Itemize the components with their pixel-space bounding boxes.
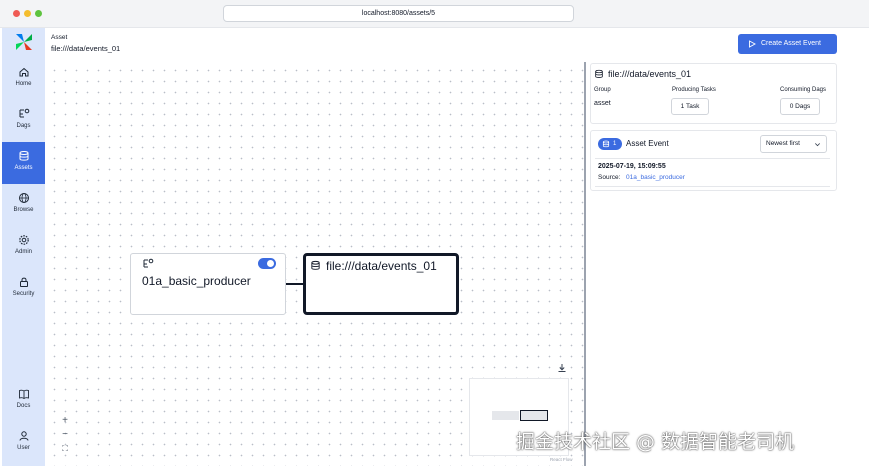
sidebar-item-label: Admin [14, 249, 32, 255]
database-icon [602, 140, 610, 148]
event-source-label: Source: [598, 174, 621, 181]
play-icon [749, 40, 756, 48]
sidebar-item-label: Docs [16, 403, 31, 409]
database-icon [595, 69, 603, 78]
minimap-asset-node [520, 410, 548, 421]
maximize-window-button[interactable] [35, 10, 42, 17]
book-icon [18, 389, 29, 400]
user-icon [19, 431, 28, 441]
sidebar-item-assets[interactable]: Assets [2, 142, 45, 184]
event-count: 1 [613, 141, 617, 147]
asset-event-heading: Asset Event [626, 139, 669, 148]
page-title: file:///data/events_01 [51, 44, 121, 53]
group-value: asset [594, 100, 611, 107]
sidebar-item-label: User [17, 445, 30, 451]
dag-node[interactable]: 01a_basic_producer [130, 253, 286, 315]
sidebar-item-security[interactable]: Security [2, 268, 45, 310]
create-asset-event-label: Create Asset Event [761, 40, 821, 47]
sidebar-item-admin[interactable]: Admin [2, 226, 45, 268]
database-icon [311, 260, 320, 270]
event-count-badge: 1 [598, 138, 622, 150]
panel-resize-handle[interactable] [584, 62, 586, 466]
zoom-out-button[interactable]: − [62, 429, 68, 440]
divider [595, 158, 830, 159]
event-source-link[interactable]: 01a_basic_producer [626, 174, 685, 181]
close-window-button[interactable] [13, 10, 20, 17]
title-bar: localhost:8080/assets/5 [0, 0, 869, 28]
producing-tasks-button[interactable]: 1 Task [671, 98, 709, 115]
sidebar-item-label: Dags [16, 123, 31, 129]
home-icon [19, 67, 28, 77]
divider [595, 186, 830, 187]
producing-tasks-label: Producing Tasks [672, 87, 716, 93]
minimize-window-button[interactable] [24, 10, 31, 17]
sidebar: Home Dags Assets Browse Admin Security D… [2, 28, 45, 466]
dag-node-name: 01a_basic_producer [142, 274, 251, 288]
sidebar-item-user[interactable]: User [2, 422, 45, 464]
minimap[interactable] [469, 378, 569, 456]
asset-node[interactable]: file:///data/events_01 [303, 253, 459, 315]
chevron-down-icon [815, 143, 820, 147]
graph-edge [286, 283, 303, 285]
url-bar[interactable]: localhost:8080/assets/5 [223, 5, 574, 22]
globe-icon [18, 193, 29, 203]
fit-view-button[interactable]: ⛶ [62, 444, 68, 453]
sidebar-item-label: Assets [14, 165, 33, 171]
sidebar-item-docs[interactable]: Docs [2, 380, 45, 422]
gear-icon [18, 235, 29, 245]
sidebar-item-label: Home [15, 81, 32, 87]
group-label: Group [594, 87, 611, 93]
asset-details-title: file:///data/events_01 [608, 69, 692, 79]
sort-order-select[interactable]: Newest first [760, 135, 827, 153]
create-asset-event-button[interactable]: Create Asset Event [738, 34, 837, 54]
dags-icon [19, 108, 29, 118]
download-icon[interactable] [557, 363, 567, 373]
dags-icon [143, 258, 154, 268]
sidebar-item-label: Security [12, 291, 35, 297]
database-icon [19, 151, 28, 161]
sidebar-item-browse[interactable]: Browse [2, 184, 45, 226]
zoom-in-button[interactable]: + [62, 415, 68, 426]
breadcrumb-kicker: Asset [51, 34, 68, 41]
sidebar-item-label: Browse [13, 207, 34, 213]
lock-icon [19, 277, 28, 287]
asset-node-name: file:///data/events_01 [326, 259, 437, 273]
sort-order-value: Newest first [766, 140, 800, 147]
toggle-knob [267, 260, 274, 267]
airflow-logo-icon[interactable] [14, 32, 34, 52]
watermark: 掘金技术社区 @ 数据智能老司机 [516, 431, 795, 453]
dag-pause-toggle[interactable] [258, 258, 276, 269]
sidebar-item-home[interactable]: Home [2, 58, 45, 100]
event-timestamp: 2025-07-19, 15:09:55 [598, 163, 666, 170]
consuming-dags-label: Consuming Dags [780, 87, 827, 93]
sidebar-item-dags[interactable]: Dags [2, 100, 45, 142]
react-flow-attribution[interactable]: React Flow [550, 457, 573, 462]
minimap-dag-node [492, 411, 519, 420]
consuming-dags-button[interactable]: 0 Dags [780, 98, 820, 115]
details-panel [586, 62, 869, 466]
